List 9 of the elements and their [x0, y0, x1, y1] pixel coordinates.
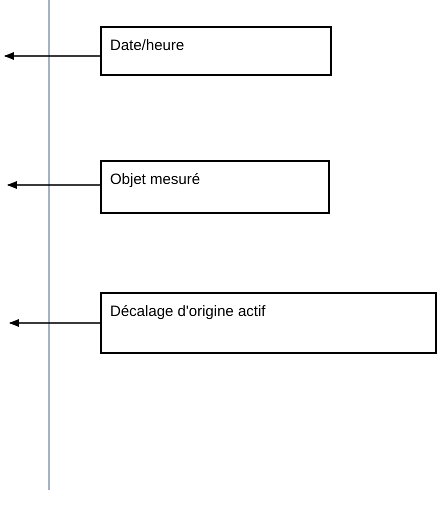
text-box	[100, 160, 330, 214]
arrow	[4, 52, 100, 60]
text-box	[100, 292, 437, 354]
arrow	[9, 319, 100, 327]
arrow	[7, 181, 100, 189]
box-label: Décalage d'origine actif	[110, 302, 266, 322]
box-label: Objet mesuré	[110, 170, 202, 190]
text-box	[100, 26, 332, 76]
box-label: Date/heure	[110, 36, 186, 56]
